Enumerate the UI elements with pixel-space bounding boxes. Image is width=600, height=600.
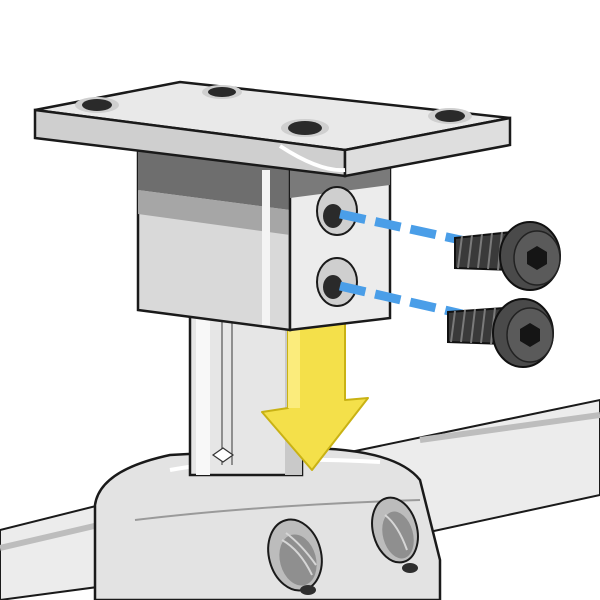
clamp-set-screw-left [267,518,323,595]
cap-screw-lower [447,298,554,368]
mounting-block [136,148,392,332]
cap-screw-upper [454,221,561,291]
plate-hole-right [428,108,472,124]
pipe-clamp [93,446,442,600]
block-bolt-hole-lower [316,257,358,307]
plate-hole-front [281,119,329,137]
direction-arrow [261,317,369,471]
insertion-guide-upper [339,209,471,247]
clamp-set-screw-right [371,496,419,573]
post [188,298,304,477]
plate-hole-left [75,97,119,113]
mounting-plate [33,80,512,178]
insertion-guide-lower [338,281,464,319]
plate-hole-back [202,85,242,99]
insertion-guides [338,209,471,319]
block-bolt-hole-upper [316,186,358,236]
